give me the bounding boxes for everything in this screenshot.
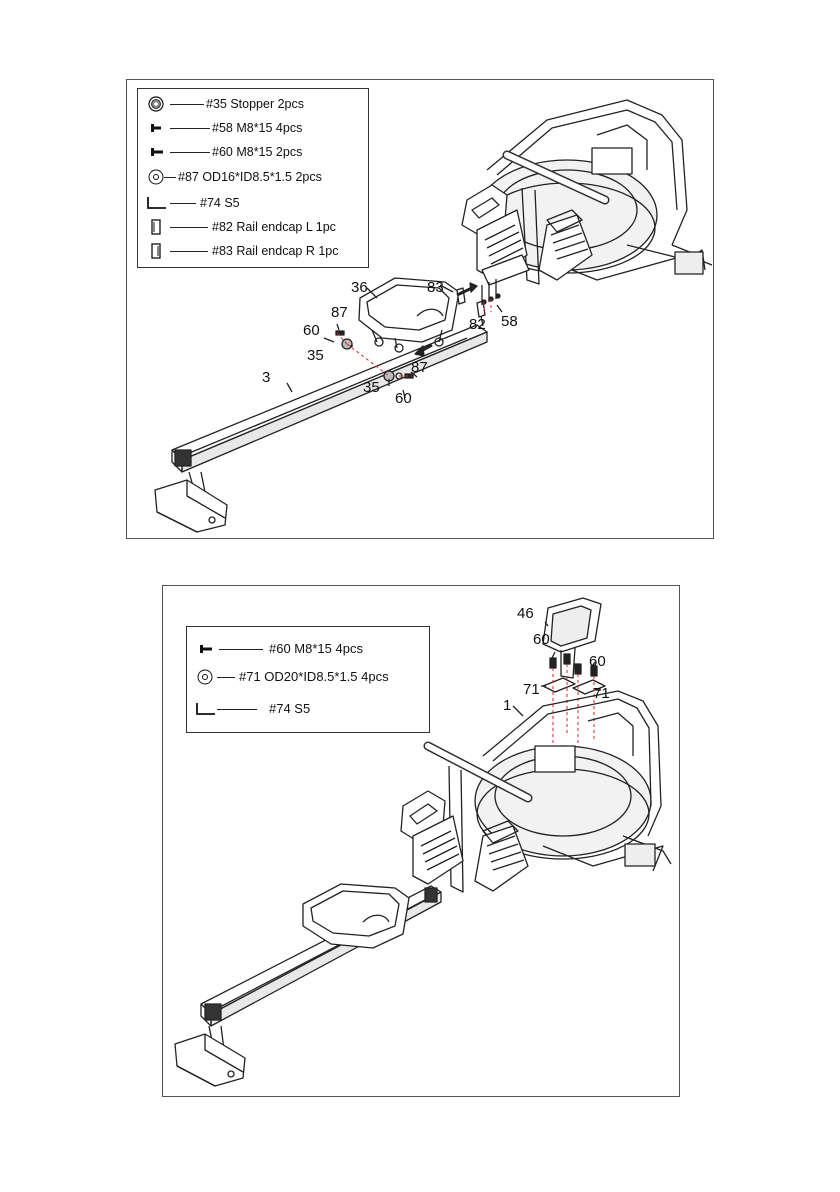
legend-text: #83 Rail endcap R 1pc xyxy=(212,241,338,261)
stopper-icon xyxy=(144,96,168,112)
rower-main-frame xyxy=(462,100,712,285)
allen-key-icon xyxy=(144,195,168,211)
label-60: 60 xyxy=(395,390,412,407)
parts-legend: #35 Stopper 2pcs #58 M8*15 4pcs #60 M8*1… xyxy=(137,88,369,268)
endcap-left-icon xyxy=(144,219,168,235)
rower-main-frame xyxy=(401,691,671,892)
bolt-icon xyxy=(144,120,168,136)
label-60: 60 xyxy=(303,322,320,339)
label-35: 35 xyxy=(307,347,324,364)
legend-text: #74 S5 xyxy=(200,193,240,213)
label-71: 71 xyxy=(593,685,610,702)
legend-text: #74 S5 xyxy=(269,699,310,719)
parts-legend: #60 M8*15 4pcs #71 OD20*ID8.5*1.5 4pcs #… xyxy=(186,626,430,733)
legend-text: #58 M8*15 4pcs xyxy=(212,118,302,138)
seat xyxy=(303,884,409,948)
allen-key-icon xyxy=(193,701,217,717)
label-60: 60 xyxy=(533,631,550,648)
legend-text: #35 Stopper 2pcs xyxy=(206,94,304,114)
label-1: 1 xyxy=(503,697,511,714)
label-46: 46 xyxy=(517,605,534,622)
label-36: 36 xyxy=(351,279,368,296)
label-60: 60 xyxy=(589,653,606,670)
assembly-step-seat-rail: 36 83 87 60 35 82 58 3 35 87 60 #35 Stop… xyxy=(126,79,714,539)
label-82: 82 xyxy=(469,316,486,333)
bolt-icon xyxy=(193,641,217,657)
legend-text: #71 OD20*ID8.5*1.5 4pcs xyxy=(239,667,389,687)
legend-text: #60 M8*15 4pcs xyxy=(269,639,363,659)
label-83: 83 xyxy=(427,279,444,296)
legend-text: #87 OD16*ID8.5*1.5 2pcs xyxy=(178,167,322,187)
endcap-right-icon xyxy=(144,243,168,259)
label-87: 87 xyxy=(411,359,428,376)
label-71: 71 xyxy=(523,681,540,698)
assembly-step-monitor: 46 60 60 71 71 1 #60 M8*15 4pcs #71 OD20… xyxy=(162,585,680,1097)
label-58: 58 xyxy=(501,313,518,330)
legend-text: #82 Rail endcap L 1pc xyxy=(212,217,336,237)
label-3: 3 xyxy=(262,369,270,386)
label-87: 87 xyxy=(331,304,348,321)
legend-text: #60 M8*15 2pcs xyxy=(212,142,302,162)
label-35: 35 xyxy=(363,379,380,396)
washer-icon xyxy=(193,669,217,685)
bolt-icon xyxy=(144,144,168,160)
